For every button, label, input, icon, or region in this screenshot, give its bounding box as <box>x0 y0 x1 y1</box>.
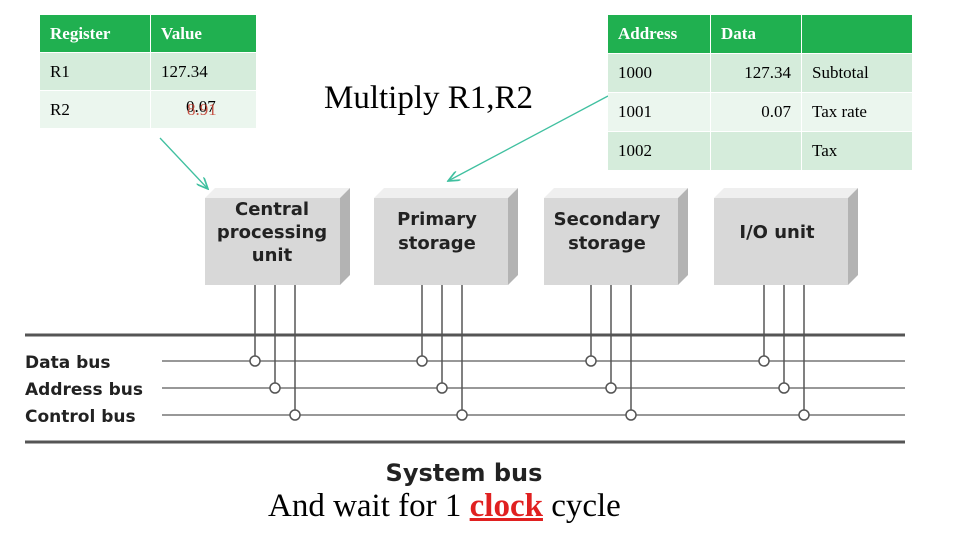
cpu-label-line2: processing <box>217 222 327 243</box>
register-name: R1 <box>40 52 151 91</box>
register-row-r1: R1 127.34 <box>40 52 257 91</box>
caption: And wait for 1 clock cycle <box>268 488 621 525</box>
register-row-r2: R2 0.07 8.91 <box>40 90 257 128</box>
memory-data: 0.07 <box>710 92 802 132</box>
memory-label: Tax <box>801 131 913 170</box>
caption-before: And wait for 1 <box>268 488 470 524</box>
memory-data: 127.34 <box>710 53 802 93</box>
memory-address: 1002 <box>608 131 711 170</box>
connectors <box>249 285 810 421</box>
register-value: 127.34 <box>150 52 257 91</box>
primary-storage-label-line1: Primary <box>397 209 477 230</box>
secondary-storage-box: Secondary storage <box>544 188 688 285</box>
address-header: Address <box>608 15 711 54</box>
memory-table: Address Data 1000 127.34 Subtotal 1001 0… <box>608 15 913 170</box>
memory-label: Subtotal <box>801 53 913 93</box>
memory-row: 1000 127.34 Subtotal <box>608 53 913 93</box>
register-name: R2 <box>40 90 151 128</box>
memory-label: Tax rate <box>801 92 913 132</box>
cpu-label-line1: Central <box>235 199 309 220</box>
data-header: Data <box>710 15 802 54</box>
register-table-header: Register Value <box>40 15 257 53</box>
memory-row: 1001 0.07 Tax rate <box>608 92 913 132</box>
primary-storage-label-line2: storage <box>398 233 476 254</box>
memory-row: 1002 Tax <box>608 131 913 170</box>
register-to-cpu-arrow <box>159 137 208 189</box>
register-header: Register <box>40 15 151 53</box>
cpu-label-line3: unit <box>252 245 293 266</box>
memory-address: 1001 <box>608 92 711 132</box>
data-bus-label: Data bus <box>25 353 111 373</box>
value-header: Value <box>150 15 257 53</box>
caption-keyword: clock <box>469 488 543 524</box>
system-bus-label: System bus <box>386 459 543 487</box>
control-bus-label: Control bus <box>25 407 136 427</box>
instruction-text: Multiply R1,R2 <box>324 80 534 116</box>
register-value-a: 0.07 <box>186 97 216 116</box>
secondary-storage-label-line2: storage <box>568 233 646 254</box>
io-unit-label: I/O unit <box>739 222 815 243</box>
cpu-box: Central processing unit <box>205 188 350 285</box>
address-bus-label: Address bus <box>25 380 143 400</box>
memory-to-primary-storage-arrow <box>448 95 609 181</box>
register-value-overlap: 0.07 8.91 <box>161 97 221 119</box>
memory-table-header: Address Data <box>608 15 913 54</box>
primary-storage-box: Primary storage <box>374 188 518 285</box>
register-value-b: 8.91 <box>187 100 217 119</box>
io-unit-box: I/O unit <box>714 188 858 285</box>
register-value: 0.07 8.91 <box>150 90 257 128</box>
label-header <box>801 15 913 54</box>
secondary-storage-label-line1: Secondary <box>554 209 661 230</box>
caption-after: cycle <box>542 488 621 524</box>
register-table: Register Value R1 127.34 R2 0.07 8.91 <box>40 15 257 128</box>
memory-data <box>710 131 802 170</box>
memory-address: 1000 <box>608 53 711 93</box>
